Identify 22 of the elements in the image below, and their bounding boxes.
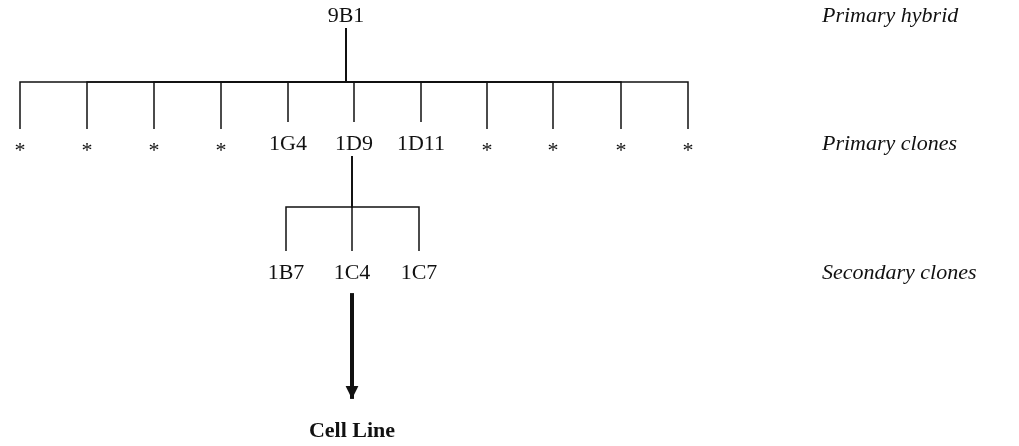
node-label: * <box>545 136 561 164</box>
node-label: 9B1 <box>325 1 367 29</box>
node-label: Cell Line <box>306 416 398 444</box>
arrow <box>345 293 359 399</box>
node-label: * <box>146 136 162 164</box>
node-label: 1C7 <box>398 258 440 286</box>
node-label: 1G4 <box>267 129 309 157</box>
node-label: * <box>213 136 229 164</box>
node-label: * <box>479 136 495 164</box>
node-label: 1D11 <box>394 129 448 157</box>
row-label: Primary hybrid <box>822 2 959 28</box>
node-label: * <box>613 136 629 164</box>
row-label: Secondary clones <box>822 259 977 285</box>
node-label: * <box>12 136 28 164</box>
connector-line <box>351 155 420 252</box>
connector-line <box>345 27 689 130</box>
node-label: 1C4 <box>331 258 373 286</box>
node-label: 1B7 <box>265 258 307 286</box>
node-label: 1D9 <box>333 129 375 157</box>
node-label: * <box>680 136 696 164</box>
row-label: Primary clones <box>822 130 958 156</box>
node-label: * <box>79 136 95 164</box>
